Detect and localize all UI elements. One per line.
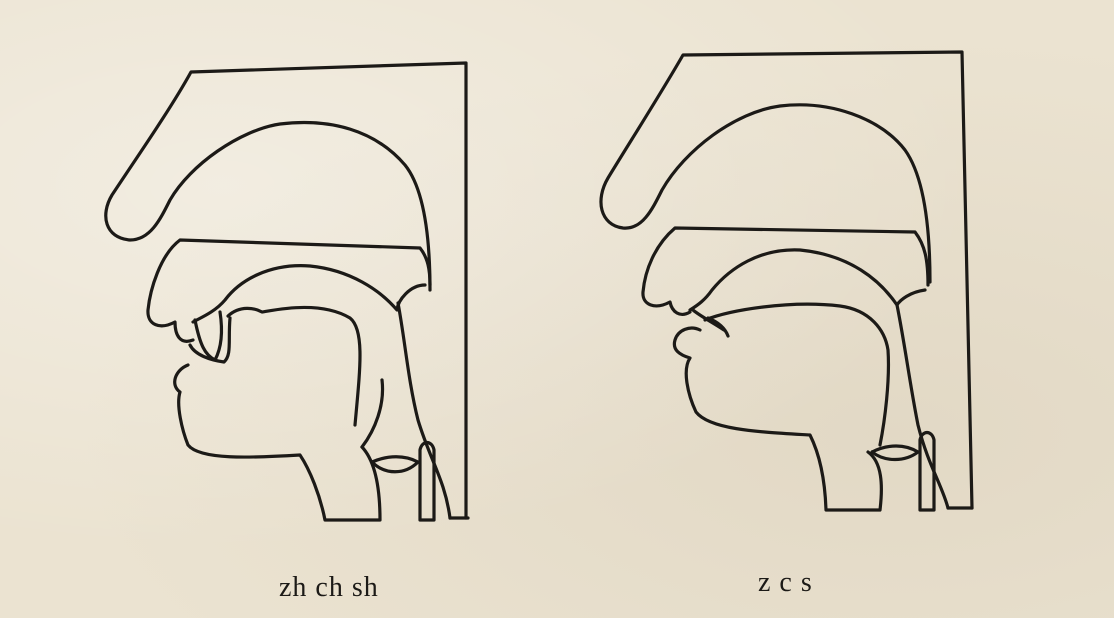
right-tongue bbox=[705, 304, 888, 445]
right-palate-arch bbox=[690, 250, 925, 310]
left-tongue bbox=[228, 307, 360, 425]
right-articulation-diagram bbox=[601, 52, 972, 510]
right-pharynx-back bbox=[897, 305, 948, 508]
right-nasal-outline bbox=[601, 52, 972, 508]
left-pharynx-back bbox=[398, 303, 450, 518]
left-palate-arch bbox=[193, 266, 425, 322]
right-epiglottis bbox=[872, 446, 918, 460]
left-articulation-diagram bbox=[106, 63, 468, 520]
right-diagram-caption: z c s bbox=[758, 567, 813, 599]
left-palate-upper bbox=[148, 240, 430, 341]
right-palate-upper bbox=[643, 228, 928, 314]
left-epiglottis bbox=[372, 457, 418, 472]
right-lower-jaw bbox=[674, 328, 881, 510]
left-diagram-caption: zh ch sh bbox=[279, 572, 379, 604]
left-lower-jaw bbox=[175, 318, 380, 520]
left-pharynx-front bbox=[362, 380, 383, 447]
